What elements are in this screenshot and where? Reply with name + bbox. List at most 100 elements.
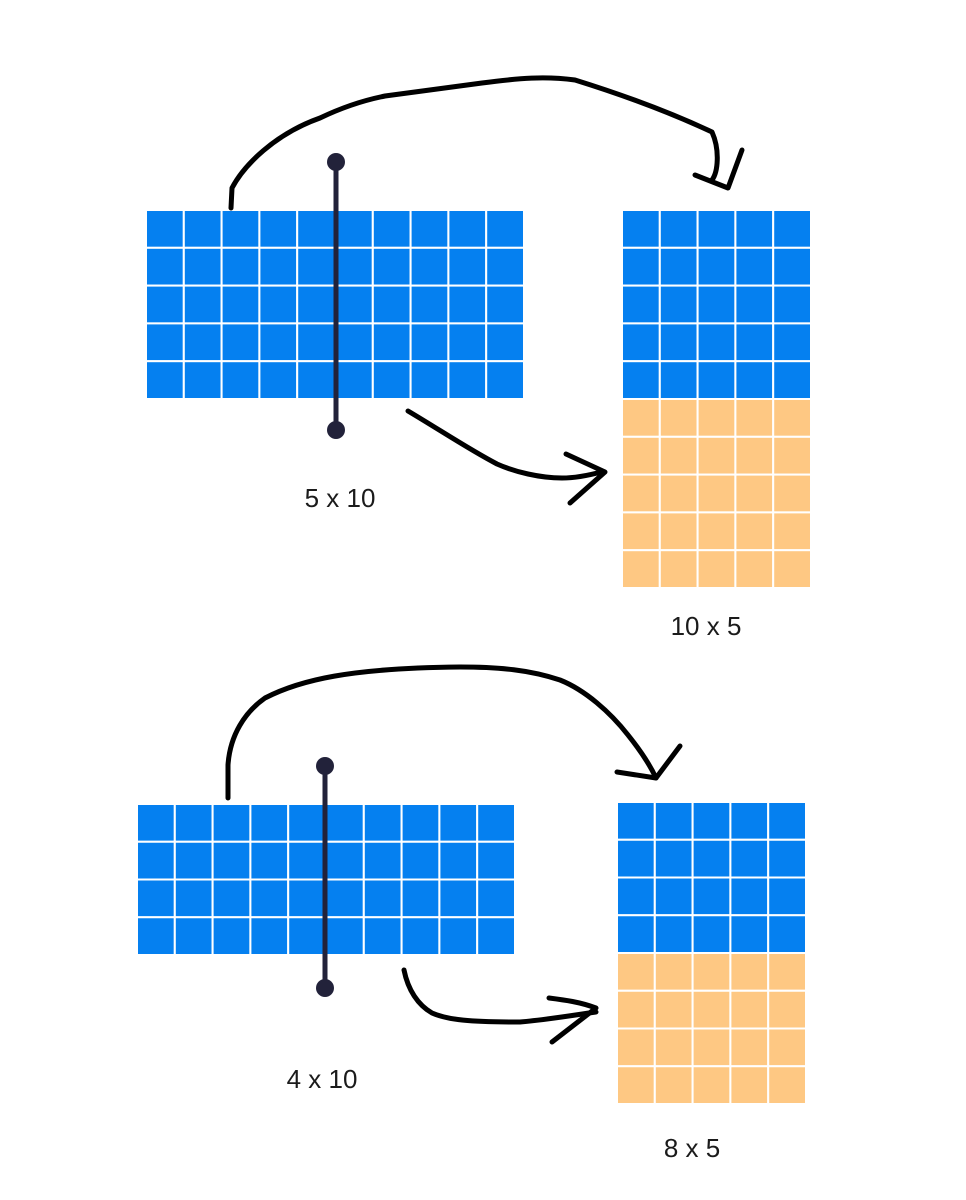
original-cell bbox=[476, 803, 517, 843]
original-array-grid bbox=[136, 803, 517, 956]
split-dot-top bbox=[327, 153, 345, 171]
original-cell bbox=[400, 803, 441, 843]
original-cell bbox=[249, 803, 290, 843]
original-cell bbox=[485, 284, 526, 325]
original-cell bbox=[211, 916, 252, 956]
moved-cell bbox=[772, 473, 813, 514]
moved-cell bbox=[658, 435, 699, 476]
original-cell bbox=[485, 209, 526, 249]
moved-cell bbox=[653, 1027, 694, 1068]
original-cell bbox=[258, 209, 299, 249]
original-cell bbox=[696, 360, 737, 401]
original-cell bbox=[325, 840, 365, 881]
original-cell bbox=[658, 322, 699, 363]
result-array-grid bbox=[621, 209, 813, 590]
original-cell bbox=[447, 284, 488, 325]
original-cell bbox=[287, 840, 328, 881]
split-marker bbox=[327, 153, 345, 439]
original-cell bbox=[691, 914, 732, 954]
original-cell bbox=[772, 360, 813, 401]
moved-cell bbox=[616, 1027, 656, 1068]
original-cell bbox=[287, 803, 328, 843]
original-cell bbox=[767, 876, 808, 917]
moved-cell bbox=[767, 989, 808, 1030]
moved-cell bbox=[696, 398, 737, 438]
original-cell bbox=[658, 284, 699, 325]
original-cell bbox=[696, 246, 737, 287]
original-cell bbox=[409, 360, 450, 401]
moved-cell bbox=[734, 398, 775, 438]
moved-cell bbox=[658, 549, 699, 590]
original-cell bbox=[485, 246, 526, 287]
original-cell bbox=[653, 876, 694, 917]
original-cell bbox=[767, 801, 808, 841]
original-cell bbox=[485, 322, 526, 363]
original-cell bbox=[334, 284, 374, 325]
original-cell bbox=[287, 878, 328, 919]
original-cell bbox=[220, 209, 261, 249]
original-cell bbox=[249, 878, 290, 919]
move-arrow-bottom bbox=[405, 408, 604, 481]
original-cell bbox=[616, 876, 656, 917]
original-cell bbox=[145, 209, 185, 249]
original-cell bbox=[438, 803, 479, 843]
moved-cell bbox=[772, 435, 813, 476]
original-cell bbox=[258, 246, 299, 287]
original-cell bbox=[767, 914, 808, 954]
result-dimensions-label: 10 x 5 bbox=[671, 611, 742, 641]
original-cell bbox=[220, 322, 261, 363]
moved-cell bbox=[734, 435, 775, 476]
original-cell bbox=[400, 916, 441, 956]
original-cell bbox=[400, 878, 441, 919]
original-cell bbox=[325, 916, 365, 956]
original-cell bbox=[729, 876, 770, 917]
original-cell bbox=[371, 284, 412, 325]
original-cell bbox=[296, 360, 337, 401]
original-cell bbox=[220, 246, 261, 287]
moved-cell bbox=[729, 952, 770, 992]
original-cell bbox=[653, 914, 694, 954]
original-cell bbox=[621, 209, 661, 249]
original-cell bbox=[325, 803, 365, 843]
original-cell bbox=[476, 916, 517, 956]
original-cell bbox=[211, 803, 252, 843]
result-dimensions-label: 8 x 5 bbox=[664, 1133, 720, 1163]
original-cell bbox=[734, 322, 775, 363]
original-cell bbox=[334, 246, 374, 287]
original-cell bbox=[296, 209, 337, 249]
original-cell bbox=[485, 360, 526, 401]
original-cell bbox=[409, 209, 450, 249]
arrowhead-top bbox=[614, 743, 683, 781]
moved-cell bbox=[767, 1065, 808, 1105]
moved-cell bbox=[691, 1065, 732, 1105]
original-cell bbox=[696, 322, 737, 363]
original-cell bbox=[296, 246, 337, 287]
moved-cell bbox=[734, 549, 775, 590]
original-cell bbox=[447, 246, 488, 287]
original-cell bbox=[182, 322, 223, 363]
split-dot-top bbox=[316, 757, 334, 775]
original-cell bbox=[476, 878, 517, 919]
original-cell bbox=[621, 246, 661, 287]
moved-cell bbox=[616, 989, 656, 1030]
moved-cell bbox=[729, 1027, 770, 1068]
result-array-grid bbox=[616, 801, 808, 1105]
original-cell bbox=[173, 803, 214, 843]
original-cell bbox=[371, 360, 412, 401]
moved-cell bbox=[696, 511, 737, 552]
original-cell bbox=[729, 914, 770, 954]
split-dot-bottom bbox=[327, 421, 345, 439]
original-cell bbox=[220, 360, 261, 401]
original-cell bbox=[182, 209, 223, 249]
original-cell bbox=[653, 838, 694, 879]
original-cell bbox=[362, 878, 403, 919]
moved-cell bbox=[621, 549, 661, 590]
moved-cell bbox=[658, 398, 699, 438]
original-cell bbox=[145, 360, 185, 401]
original-cell bbox=[145, 322, 185, 363]
original-cell bbox=[182, 284, 223, 325]
arrowhead-bottom bbox=[546, 995, 599, 1045]
arrowhead-bottom bbox=[563, 451, 608, 506]
moved-cell bbox=[767, 952, 808, 992]
original-cell bbox=[616, 838, 656, 879]
